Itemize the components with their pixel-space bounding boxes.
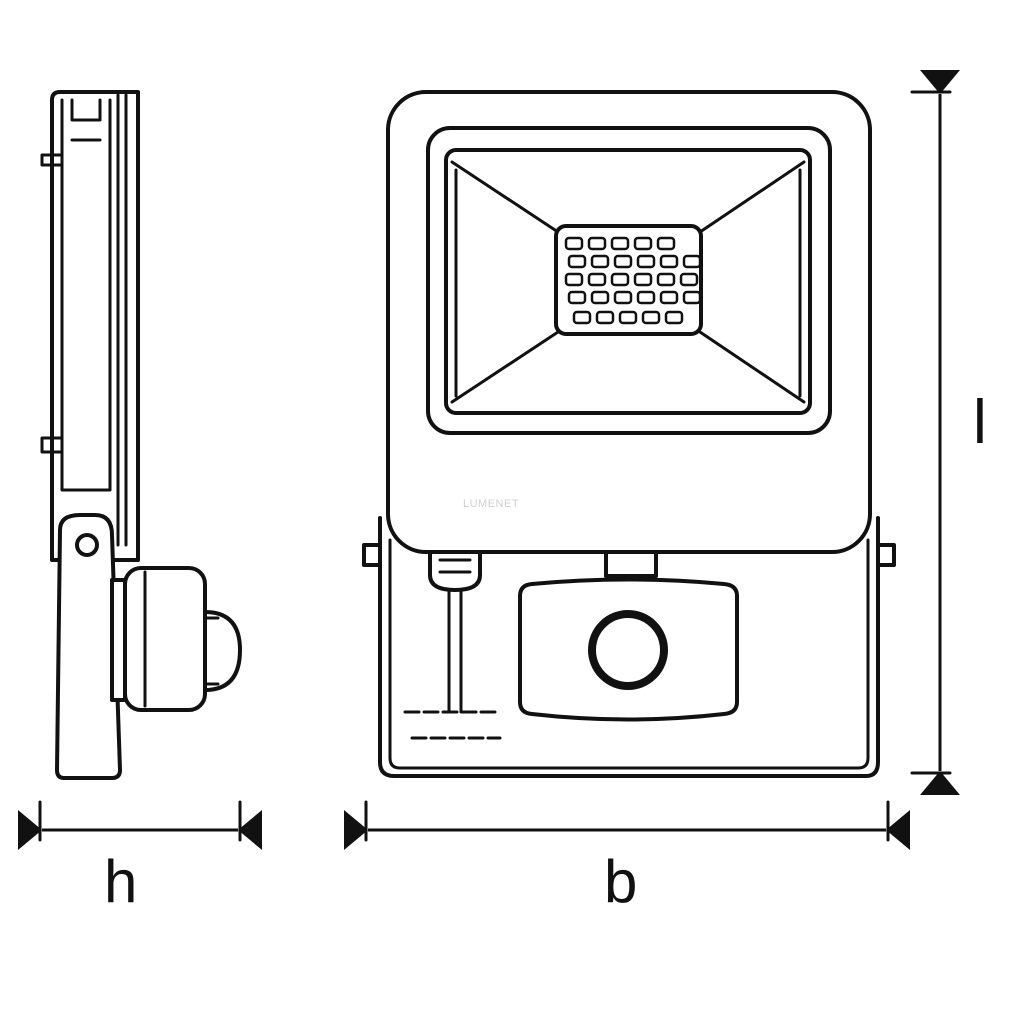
cable-gland-ribs — [438, 558, 472, 574]
dimension-label-b: b — [604, 848, 638, 915]
led-icon — [641, 310, 661, 325]
bracket-pivot-icon — [75, 533, 99, 557]
led-icon — [664, 310, 684, 325]
led-icon — [633, 236, 653, 251]
led-icon — [613, 290, 633, 305]
led-icon — [659, 290, 679, 305]
led-icon — [567, 254, 587, 269]
led-icon — [572, 310, 592, 325]
dimension-label-h: h — [104, 848, 138, 915]
side-heatsink — [60, 98, 112, 492]
sensor-stem — [604, 550, 658, 578]
led-icon — [618, 310, 638, 325]
side-sensor-body — [123, 566, 207, 712]
watermark: LUMENET — [463, 498, 520, 510]
lens-frame — [426, 126, 832, 435]
led-icon — [564, 272, 584, 287]
sensor-lens-icon — [588, 610, 668, 690]
front-view — [362, 90, 896, 778]
led-icon — [682, 254, 702, 269]
led-icon — [564, 236, 584, 251]
led-icon — [610, 272, 630, 287]
reflector-sides — [454, 168, 802, 398]
dimension-b — [344, 800, 910, 850]
led-icon — [567, 290, 587, 305]
led-icon — [659, 254, 679, 269]
lens-glass — [444, 148, 812, 415]
side-sensor-lens-icon — [203, 610, 242, 692]
led-icon — [587, 272, 607, 287]
led-icon — [682, 290, 702, 305]
front-bracket-outer — [378, 516, 880, 778]
led-icon — [636, 254, 656, 269]
side-clip-top — [40, 153, 64, 167]
led-icon — [636, 290, 656, 305]
left-bracket-knob-icon — [362, 543, 382, 567]
reflector-lines — [450, 160, 806, 404]
side-clip-bottom — [40, 436, 64, 454]
led-icon — [590, 290, 610, 305]
side-mounting-bracket — [55, 513, 122, 780]
dimension-label-l: l — [973, 388, 987, 457]
dimension-l — [910, 70, 960, 795]
led-grid — [564, 236, 702, 325]
side-sensor-lens-ring — [203, 616, 220, 686]
led-icon — [587, 236, 607, 251]
led-icon — [610, 236, 630, 251]
led-icon — [595, 310, 615, 325]
pir-motion-sensor-icon — [518, 577, 739, 722]
dimension-h — [17, 800, 262, 850]
led-icon — [590, 254, 610, 269]
front-bracket-inner — [388, 538, 870, 770]
power-cable — [447, 588, 463, 714]
led-icon — [656, 236, 676, 251]
side-view — [40, 90, 242, 780]
led-icon — [656, 272, 676, 287]
led-icon — [613, 254, 633, 269]
led-icon — [679, 272, 699, 287]
led-icon — [633, 272, 653, 287]
right-bracket-knob-icon — [876, 543, 896, 567]
side-heatsink-top — [70, 98, 102, 122]
